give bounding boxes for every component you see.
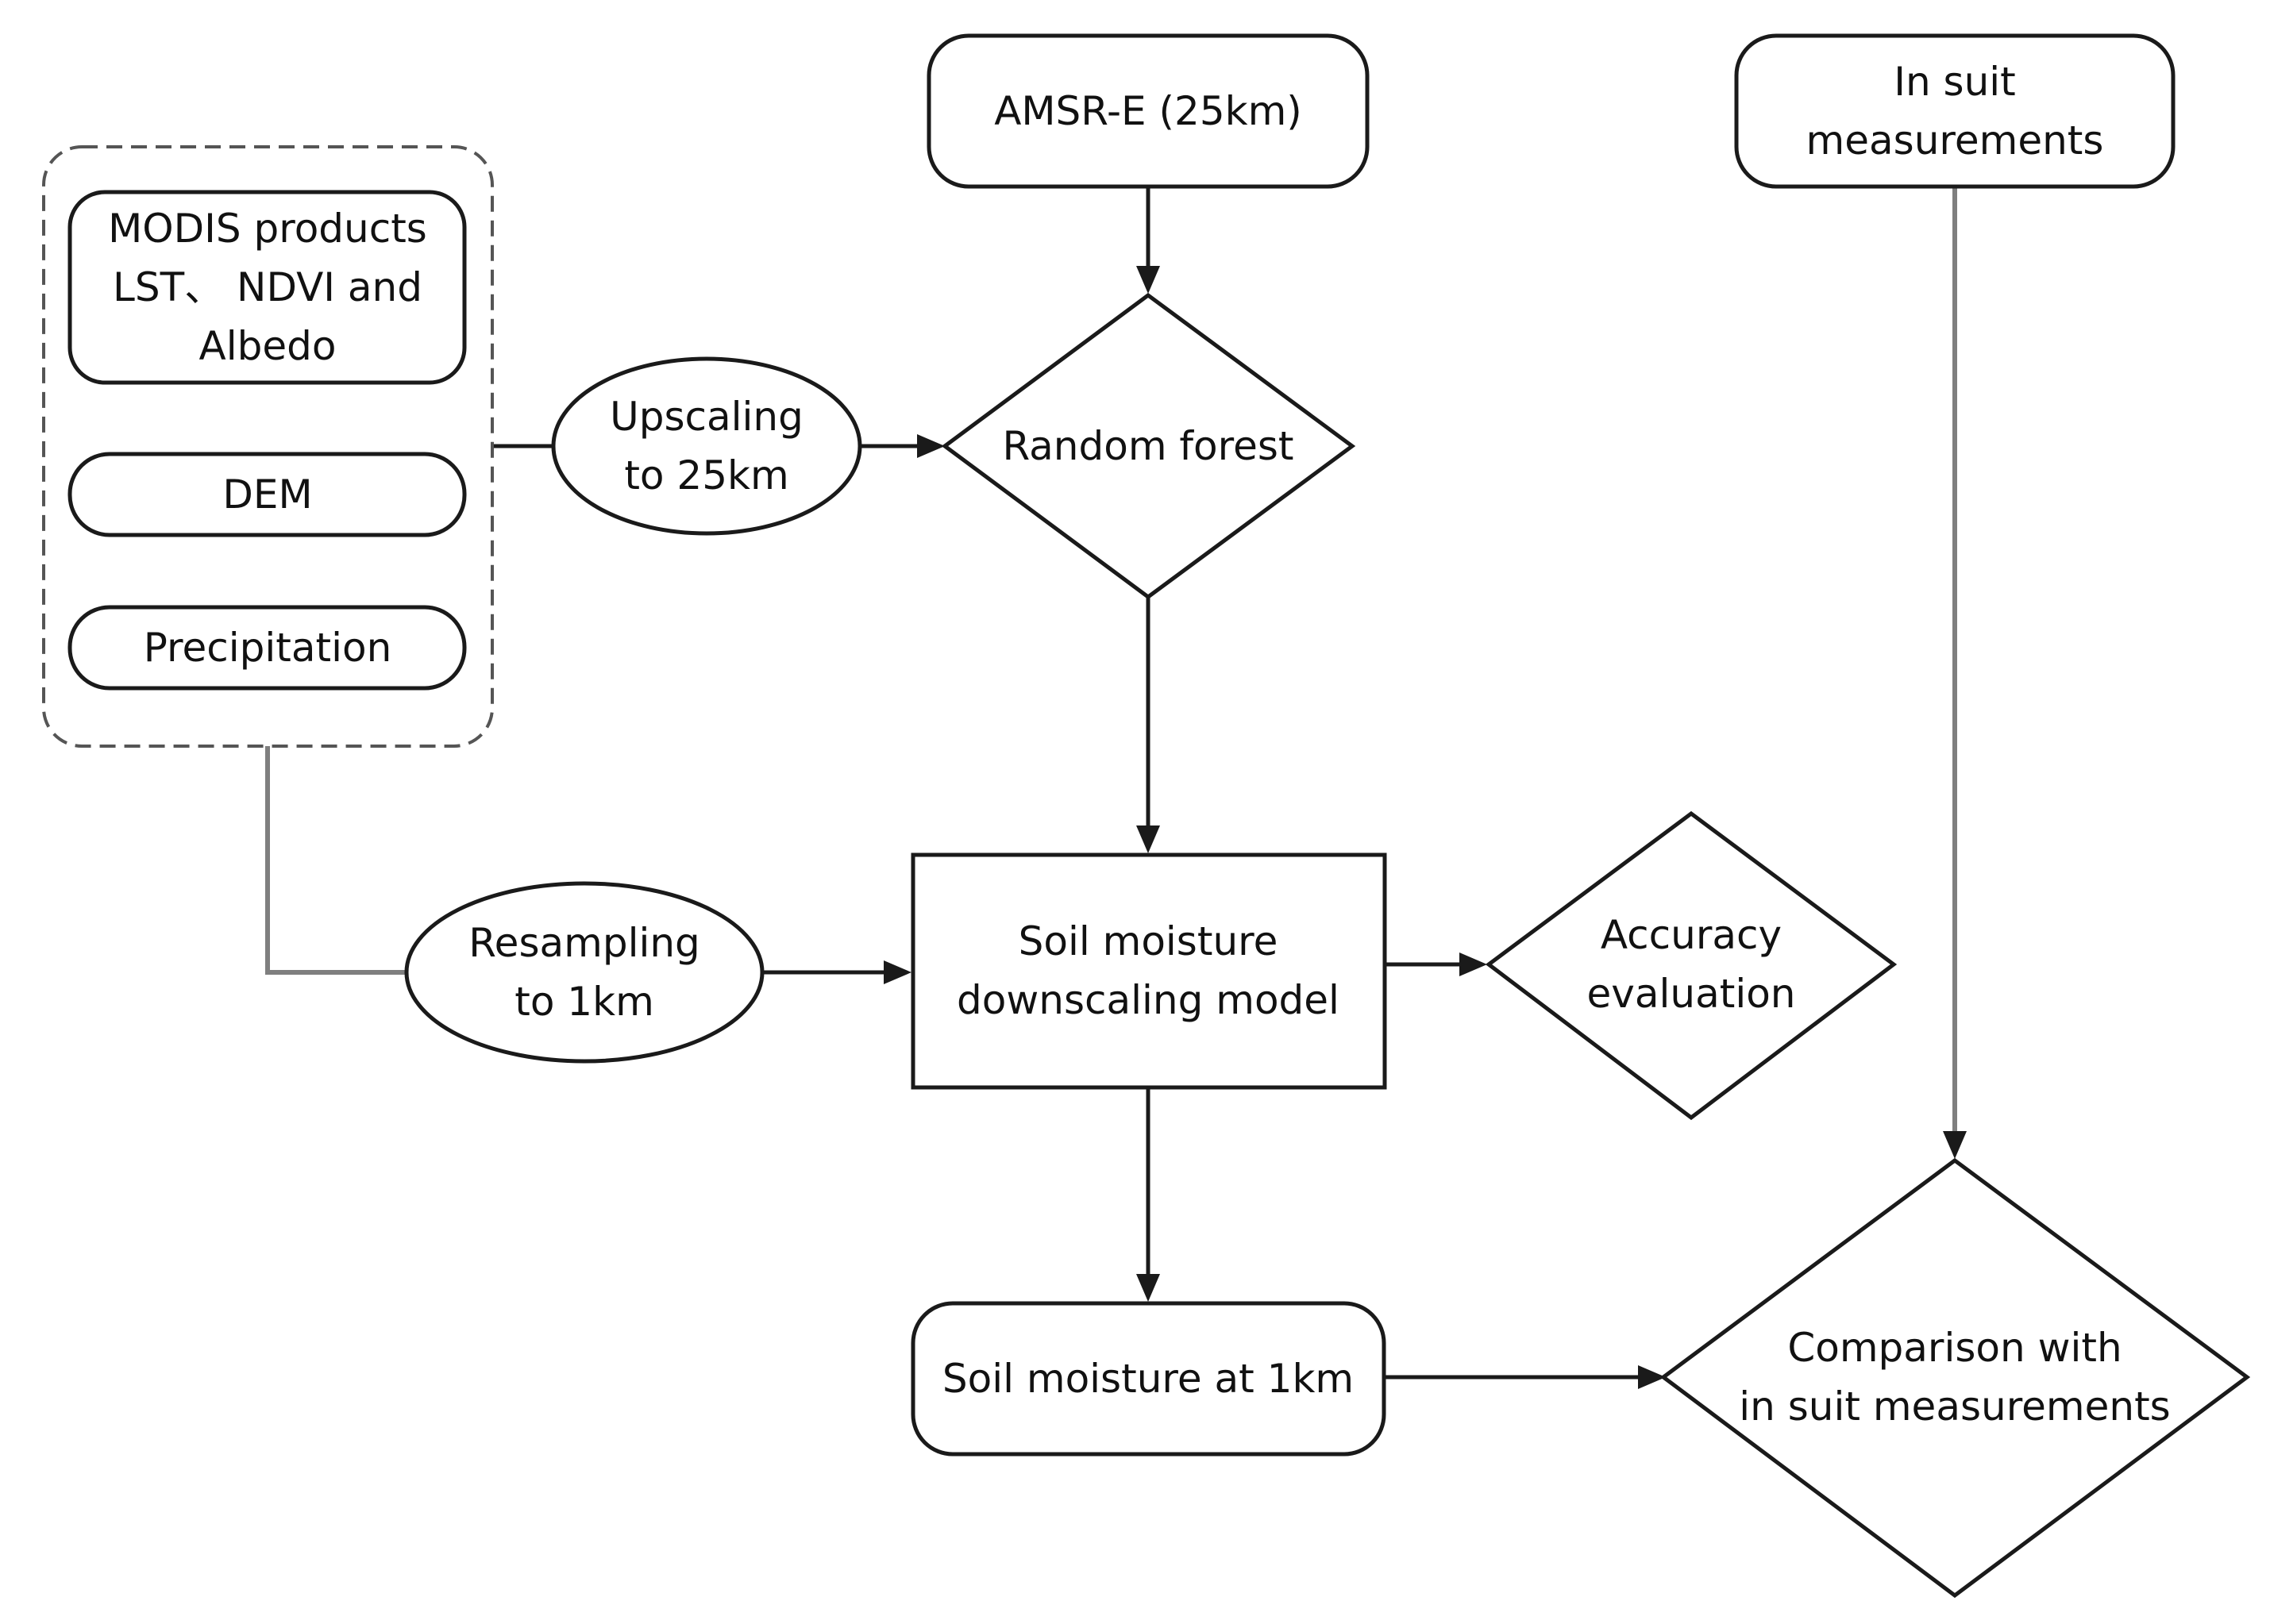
arrowhead xyxy=(1459,952,1487,976)
arrowhead xyxy=(1136,825,1160,853)
arrowhead xyxy=(1136,1274,1160,1302)
in-suit-measurements-label: In suit measurements xyxy=(1806,59,2104,164)
connector-group-to-resampling xyxy=(265,746,407,975)
label-line: Comparison with xyxy=(1787,1325,2122,1371)
arrowhead xyxy=(1943,1131,1967,1159)
accuracy-evaluation-label: Accuracy evaluation xyxy=(1587,912,1796,1017)
random-forest-label: Random forest xyxy=(1003,423,1294,469)
label-line: evaluation xyxy=(1587,971,1796,1017)
label-line: Random forest xyxy=(1003,423,1294,469)
label-line: to 1km xyxy=(515,979,654,1025)
arrowhead xyxy=(1136,266,1160,294)
amsr-e-label: AMSR-E (25km) xyxy=(994,88,1302,134)
downscaling-model-node: Soil moisture downscaling model xyxy=(911,852,1387,1090)
label-line: LST、 NDVI and xyxy=(113,264,422,310)
amsr-e-node: AMSR-E (25km) xyxy=(927,33,1370,189)
precipitation-label: Precipitation xyxy=(144,625,392,671)
soil-moisture-1km-label: Soil moisture at 1km xyxy=(942,1356,1354,1402)
label-line: Upscaling xyxy=(610,394,804,440)
label-line: in suit measurements xyxy=(1739,1383,2170,1430)
arrowhead xyxy=(917,434,945,458)
downscaling-model-label: Soil moisture downscaling model xyxy=(957,918,1339,1023)
label-line: measurements xyxy=(1806,117,2104,164)
upscaling-node: Upscaling to 25km xyxy=(551,356,862,536)
label-line: DEM xyxy=(222,471,312,518)
label-line: In suit xyxy=(1894,59,2016,105)
comparison-label: Comparison with in suit measurements xyxy=(1739,1325,2170,1430)
random-forest-node: Random forest xyxy=(941,292,1356,600)
label-line: Albedo xyxy=(199,323,337,369)
label-line: Soil moisture xyxy=(1019,918,1278,964)
label-line: Resampling xyxy=(468,920,700,966)
in-suit-measurements-node: In suit measurements xyxy=(1734,33,2176,189)
label-line: AMSR-E (25km) xyxy=(994,88,1302,134)
resampling-node: Resampling to 1km xyxy=(404,881,765,1064)
comparison-node: Comparison with in suit measurements xyxy=(1659,1157,2251,1599)
dem-label: DEM xyxy=(222,471,312,518)
accuracy-evaluation-node: Accuracy evaluation xyxy=(1485,810,1898,1121)
precipitation-node: Precipitation xyxy=(67,605,467,691)
resampling-label: Resampling to 1km xyxy=(468,920,700,1025)
label-line: Soil moisture at 1km xyxy=(942,1356,1354,1402)
dem-node: DEM xyxy=(67,452,467,537)
soil-moisture-1km-node: Soil moisture at 1km xyxy=(911,1301,1386,1457)
label-line: Precipitation xyxy=(144,625,392,671)
arrowhead xyxy=(884,960,911,984)
label-line: downscaling model xyxy=(957,977,1339,1023)
label-line: Accuracy xyxy=(1601,912,1782,958)
label-line: MODIS products xyxy=(108,206,427,252)
arrowhead xyxy=(1638,1365,1666,1389)
upscaling-label: Upscaling to 25km xyxy=(610,394,804,498)
label-line: to 25km xyxy=(624,452,788,498)
